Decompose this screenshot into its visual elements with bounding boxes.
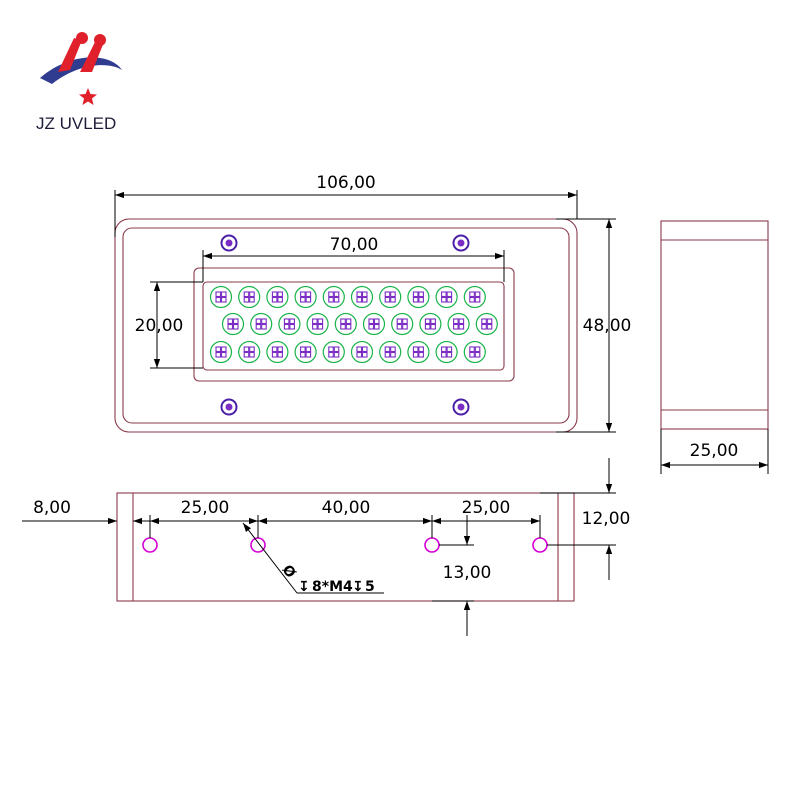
led-window xyxy=(202,281,505,371)
hole-callout: Ø xyxy=(279,562,299,581)
offset-dimension-label: 12,00 xyxy=(582,509,631,529)
screw-icon xyxy=(452,398,470,416)
led-chip-icon xyxy=(238,285,261,309)
front-dimensions xyxy=(114,190,616,433)
width-dimension-label: 106,00 xyxy=(316,173,375,193)
led-chip-icon xyxy=(322,340,345,364)
edge-dimension-label: 8,00 xyxy=(33,498,71,518)
hole-depth-symbol: ↧ xyxy=(352,579,364,595)
front-view xyxy=(114,218,578,433)
side-dimensions xyxy=(660,429,769,474)
spacing-dimension-label: 40,00 xyxy=(322,498,371,518)
bottom-dimensions xyxy=(22,458,616,636)
mounting-hole-icon xyxy=(532,537,548,553)
led-chip-icon xyxy=(475,312,498,336)
bottom-outline xyxy=(116,492,575,602)
window-width-dimension-label: 70,00 xyxy=(330,235,379,255)
bottom-view xyxy=(116,492,575,602)
logo-swoosh-icon xyxy=(40,57,122,84)
led-chip-icon xyxy=(379,340,402,364)
spacing-dimension-label: 25,00 xyxy=(462,498,511,518)
brand-name: JZ UVLED xyxy=(36,114,116,133)
logo-head-right-icon xyxy=(94,34,106,46)
mounting-hole-icon xyxy=(250,537,266,553)
led-chip-icon xyxy=(221,312,245,336)
hole-depth-value: 5 xyxy=(365,579,375,595)
led-chip-icon xyxy=(463,285,486,309)
mounting-screws xyxy=(220,234,470,416)
logo-star-icon xyxy=(79,88,97,105)
depth-dimension-label: 25,00 xyxy=(690,441,739,461)
led-chip-icon xyxy=(250,312,273,336)
screw-icon xyxy=(220,398,238,416)
led-chip-icon xyxy=(209,340,233,364)
led-chip-icon xyxy=(334,312,357,336)
led-chip-icon xyxy=(238,340,261,364)
logo-figure-left-icon xyxy=(58,38,82,72)
led-chip-icon xyxy=(379,285,402,309)
led-chip-icon xyxy=(362,312,386,336)
screw-icon xyxy=(220,234,238,252)
led-array xyxy=(209,285,498,364)
led-chip-icon xyxy=(350,285,374,309)
mounting-hole-icon xyxy=(142,537,158,553)
led-chip-icon xyxy=(209,285,233,309)
hole-callout-leader xyxy=(242,522,298,594)
led-chip-icon xyxy=(391,312,414,336)
led-chip-icon xyxy=(419,312,442,336)
led-chip-icon xyxy=(322,285,345,309)
led-chip-icon xyxy=(435,340,458,364)
led-chip-icon xyxy=(294,285,317,309)
height-dimension-label: 48,00 xyxy=(583,316,632,336)
logo-head-left-icon xyxy=(76,32,88,44)
housing-outline xyxy=(114,218,578,433)
window-height-dimension-label: 20,00 xyxy=(135,316,184,336)
brand-logo: JZ UVLED xyxy=(36,32,122,133)
led-chip-icon xyxy=(278,312,301,336)
mounting-hole-icon xyxy=(424,537,440,553)
led-chip-icon xyxy=(435,285,458,309)
led-chip-icon xyxy=(463,340,486,364)
led-chip-icon xyxy=(407,340,430,364)
logo-figure-right-icon xyxy=(80,40,104,72)
side-view xyxy=(660,220,769,430)
led-chip-icon xyxy=(266,285,289,309)
mounting-holes xyxy=(142,537,548,553)
side-outline xyxy=(660,220,769,430)
window-frame xyxy=(193,267,515,382)
screw-icon xyxy=(452,234,470,252)
led-chip-icon xyxy=(306,312,329,336)
led-chip-icon xyxy=(294,340,317,364)
spacing-dimension-label: 25,00 xyxy=(181,498,230,518)
hole-callout-text: 8*M4 xyxy=(312,579,353,595)
led-chip-icon xyxy=(447,312,470,336)
housing-inner-outline xyxy=(122,227,570,424)
inset-dimension-label: 13,00 xyxy=(443,563,492,583)
led-chip-icon xyxy=(266,340,289,364)
diameter-symbol: Ø xyxy=(279,562,299,581)
hole-callout-depth-symbol: ↧ xyxy=(298,579,310,595)
led-chip-icon xyxy=(407,285,430,309)
led-chip-icon xyxy=(350,340,374,364)
